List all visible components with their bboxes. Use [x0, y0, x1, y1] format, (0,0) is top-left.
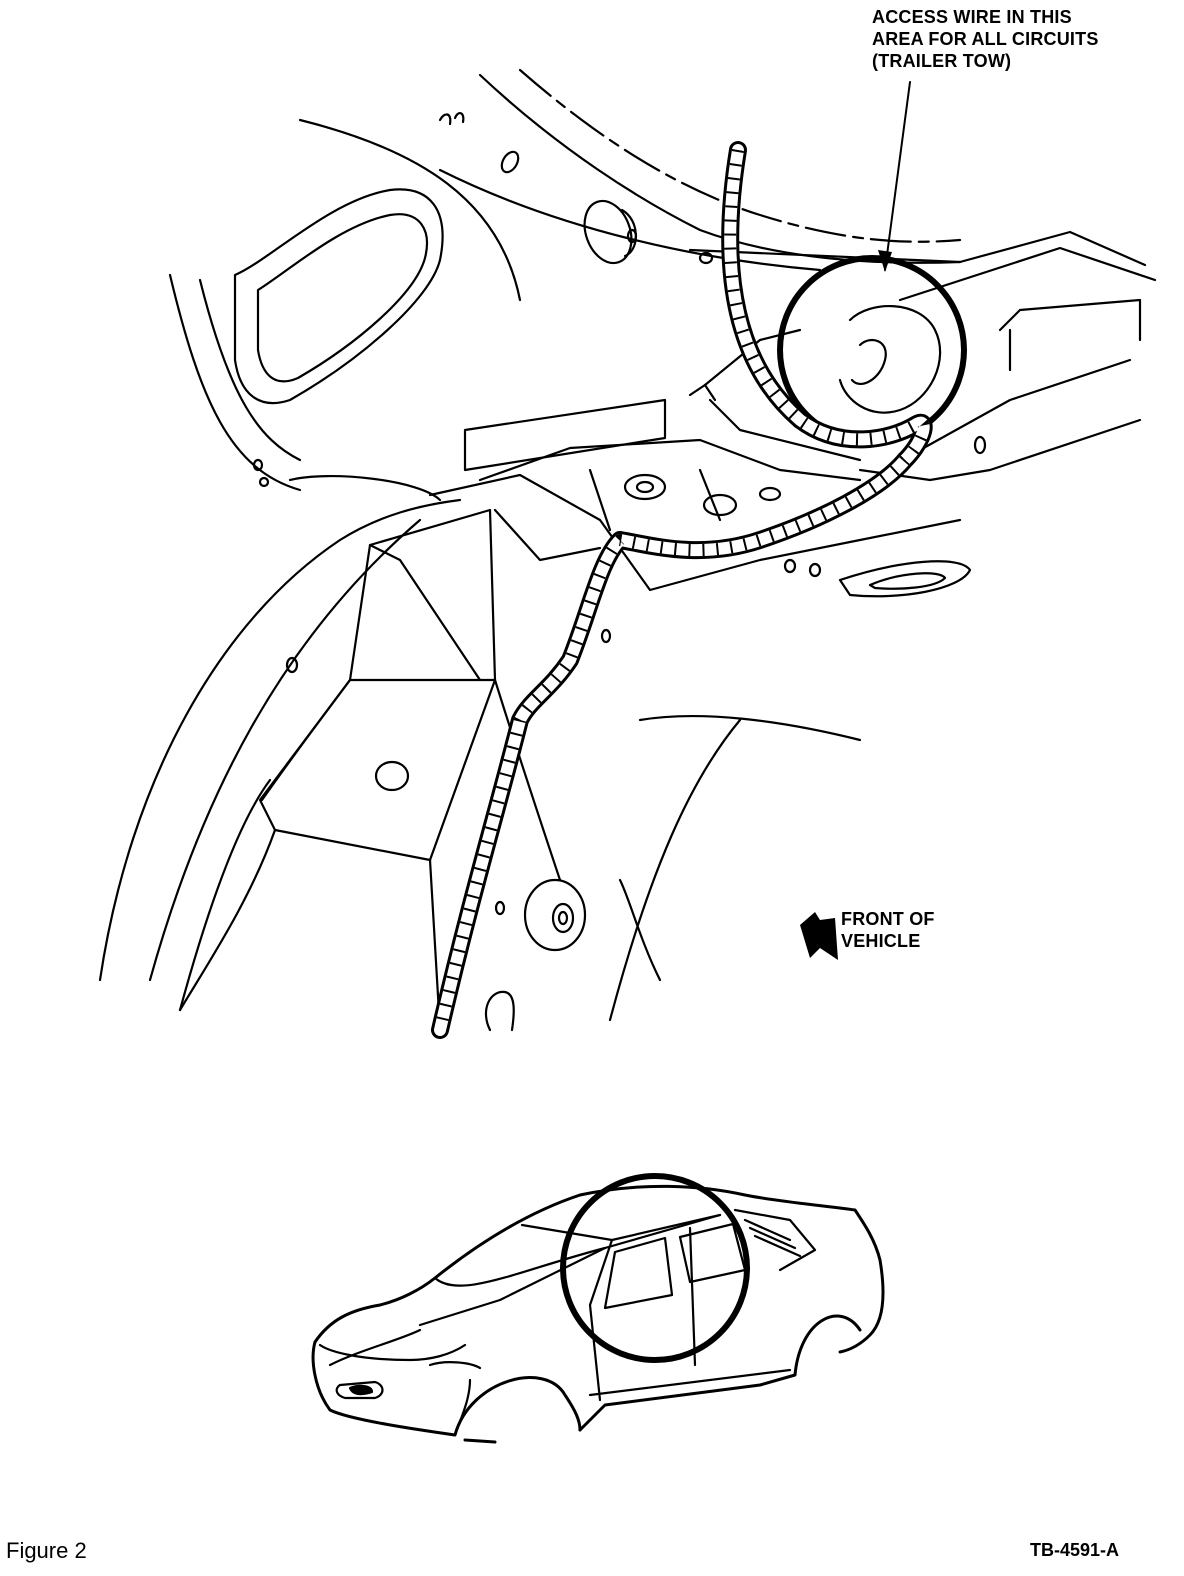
front-of-vehicle-callout: FRONT OF VEHICLE — [841, 908, 935, 952]
access-callout-line-2: AREA FOR ALL CIRCUITS — [872, 29, 1099, 49]
rear-structure-lower — [178, 508, 862, 1032]
front-callout-line-1: FRONT OF — [841, 909, 935, 929]
window-opening — [168, 188, 444, 492]
access-leader-arrow — [878, 81, 911, 272]
access-callout-line-3: (TRAILER TOW) — [872, 51, 1012, 71]
figure-caption: Figure 2 — [6, 1538, 87, 1563]
front-of-vehicle-arrow-icon — [800, 912, 838, 960]
c-pillar — [98, 475, 462, 1012]
access-callout-line-1: ACCESS WIRE IN THIS — [872, 7, 1072, 27]
grommet-lower — [484, 628, 612, 1032]
access-wire-callout: ACCESS WIRE IN THIS AREA FOR ALL CIRCUIT… — [872, 6, 1099, 72]
rear-floor-pan — [428, 298, 1142, 598]
wire-harness — [431, 141, 933, 1039]
car-area-circle — [560, 1173, 750, 1363]
car-body-outline — [311, 1184, 885, 1444]
mounting-holes-upper — [252, 112, 714, 674]
figure-id: TB-4591-A — [1030, 1540, 1120, 1560]
front-callout-line-2: VEHICLE — [841, 931, 921, 951]
roof-rail-arcs — [298, 68, 1157, 302]
access-area-circle — [777, 255, 967, 445]
